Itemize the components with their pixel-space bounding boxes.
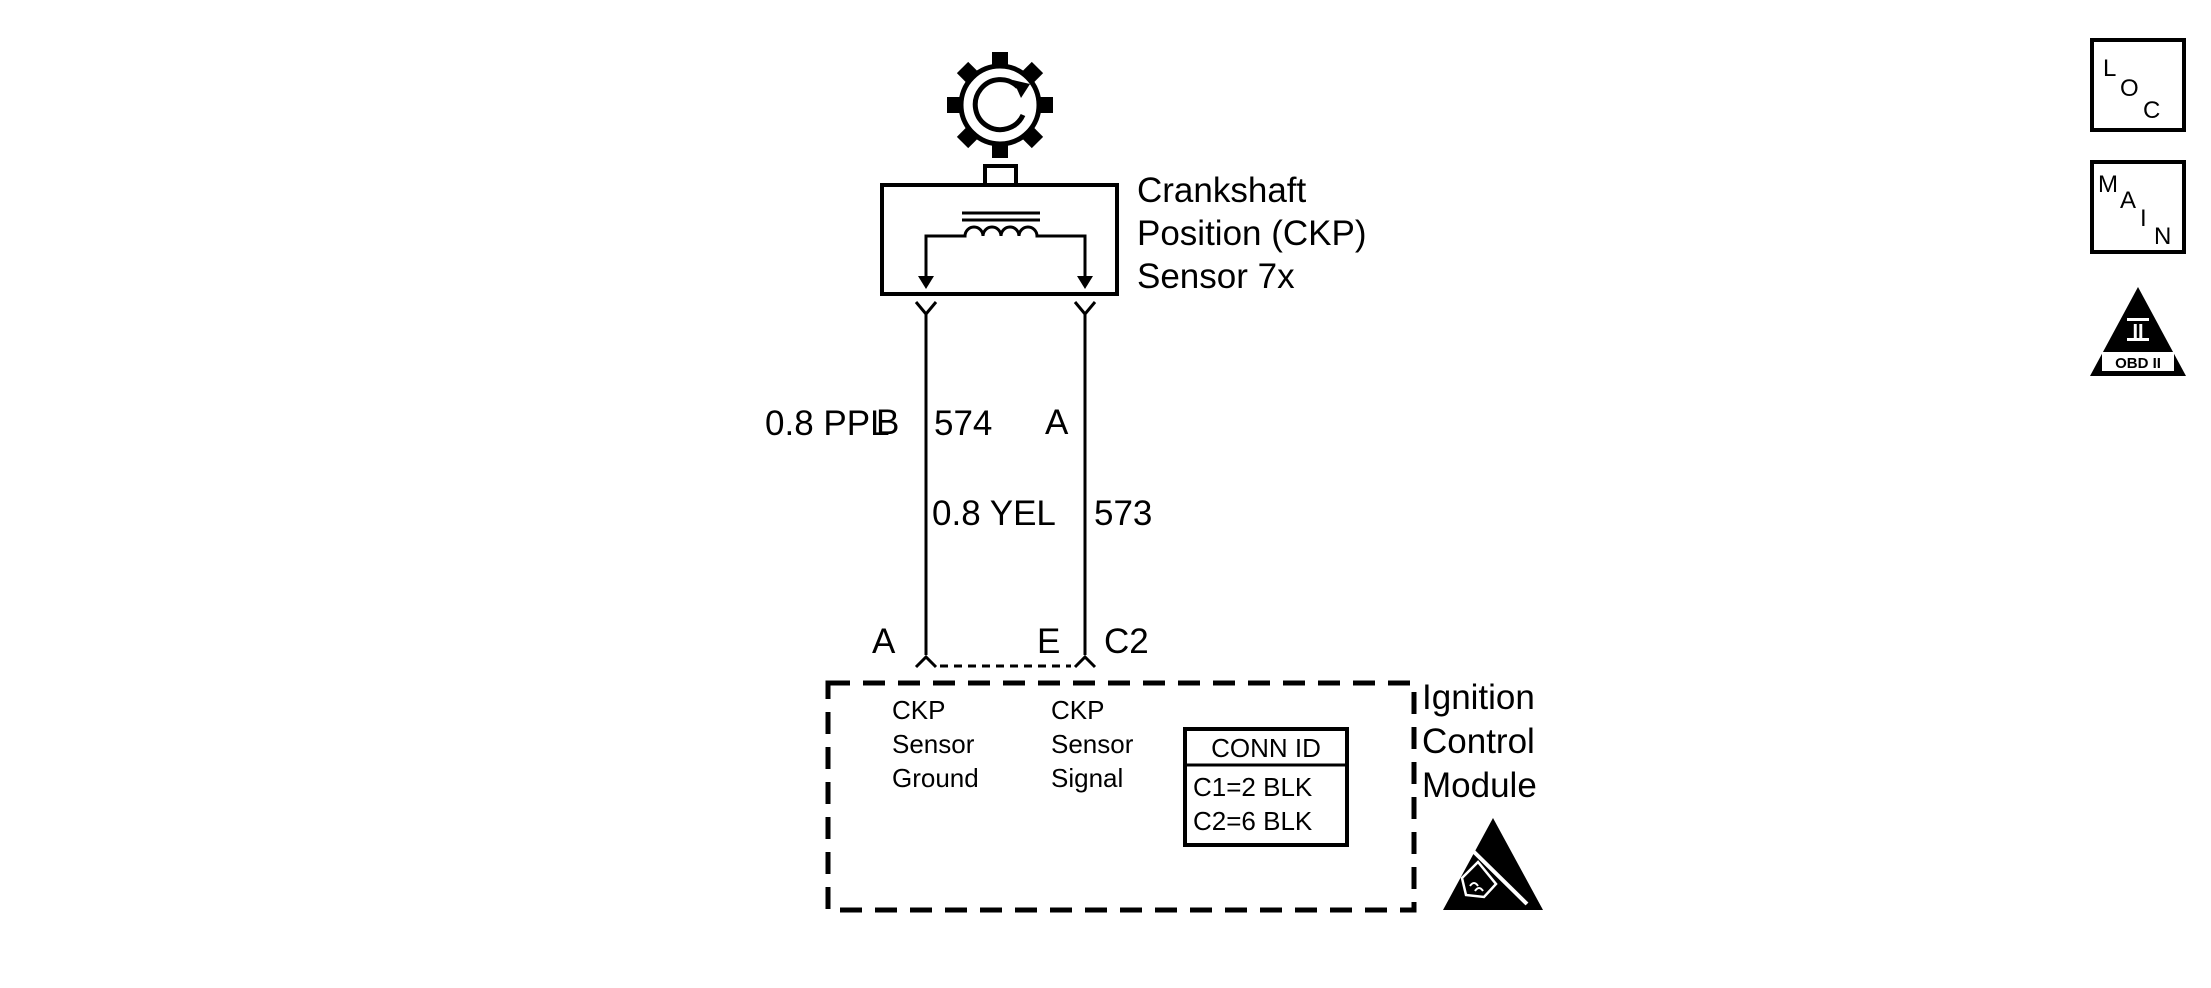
conn-id-title: CONN ID <box>1211 733 1321 763</box>
wire-574-color: 0.8 PPL <box>765 404 890 443</box>
module-connector-label: C2 <box>1104 622 1149 661</box>
sensor-pin-a-label: A <box>1045 403 1069 442</box>
ignition-control-module-outline <box>825 680 1417 913</box>
module-pin-e-label: E <box>1037 622 1060 661</box>
svg-text:O: O <box>2120 75 2139 102</box>
sensor-name-line-2: Position (CKP) <box>1137 214 1367 253</box>
svg-text:CKP: CKP <box>892 695 945 725</box>
wires <box>914 301 1097 669</box>
sensor-name-line-3: Sensor 7x <box>1137 257 1295 296</box>
module-name-line-2: Control <box>1422 722 1535 761</box>
svg-text:A: A <box>2120 187 2136 214</box>
obd-ii-numeral: II <box>2132 321 2143 343</box>
conn-id-table: CONN ID C1=2 BLK C2=6 BLK <box>1183 727 1349 847</box>
svg-text:Sensor: Sensor <box>1051 729 1134 759</box>
svg-text:Ground: Ground <box>892 763 979 793</box>
module-pin-a-label: A <box>872 622 896 661</box>
svg-text:L: L <box>2103 55 2116 82</box>
main-button[interactable]: M A I N <box>2090 160 2186 254</box>
sensor-name: Crankshaft Position (CKP) Sensor 7x <box>1137 171 1367 296</box>
ckp-sensor <box>880 164 1119 296</box>
svg-text:C: C <box>2143 97 2160 124</box>
sensor-pin-b-label: B <box>876 403 899 442</box>
svg-text:N: N <box>2154 223 2171 250</box>
svg-text:Signal: Signal <box>1051 763 1123 793</box>
loc-button[interactable]: L O C <box>2090 38 2186 132</box>
svg-text:M: M <box>2098 171 2118 198</box>
terminal-ground-label: CKP Sensor Ground <box>892 695 979 793</box>
terminal-signal-label: CKP Sensor Signal <box>1051 695 1134 793</box>
svg-text:I: I <box>2140 205 2147 232</box>
wire-573-color: 0.8 YEL <box>932 494 1056 533</box>
module-name-line-1: Ignition <box>1422 678 1535 717</box>
reluctor-wheel-icon <box>947 52 1053 158</box>
wire-573-circuit: 573 <box>1094 494 1152 533</box>
conn-id-row-1: C1=2 BLK <box>1193 772 1313 802</box>
svg-text:Sensor: Sensor <box>892 729 975 759</box>
obd-ii-button[interactable]: II OBD II <box>2090 287 2186 376</box>
svg-text:CKP: CKP <box>1051 695 1104 725</box>
wire-574-circuit: 574 <box>934 404 992 443</box>
obd-ii-label: OBD II <box>2115 355 2161 372</box>
module-name-line-3: Module <box>1422 766 1537 805</box>
sensor-name-line-1: Crankshaft <box>1137 171 1307 210</box>
esd-warning-icon <box>1443 818 1543 910</box>
conn-id-row-2: C2=6 BLK <box>1193 806 1313 836</box>
module-name: Ignition Control Module <box>1422 678 1537 805</box>
